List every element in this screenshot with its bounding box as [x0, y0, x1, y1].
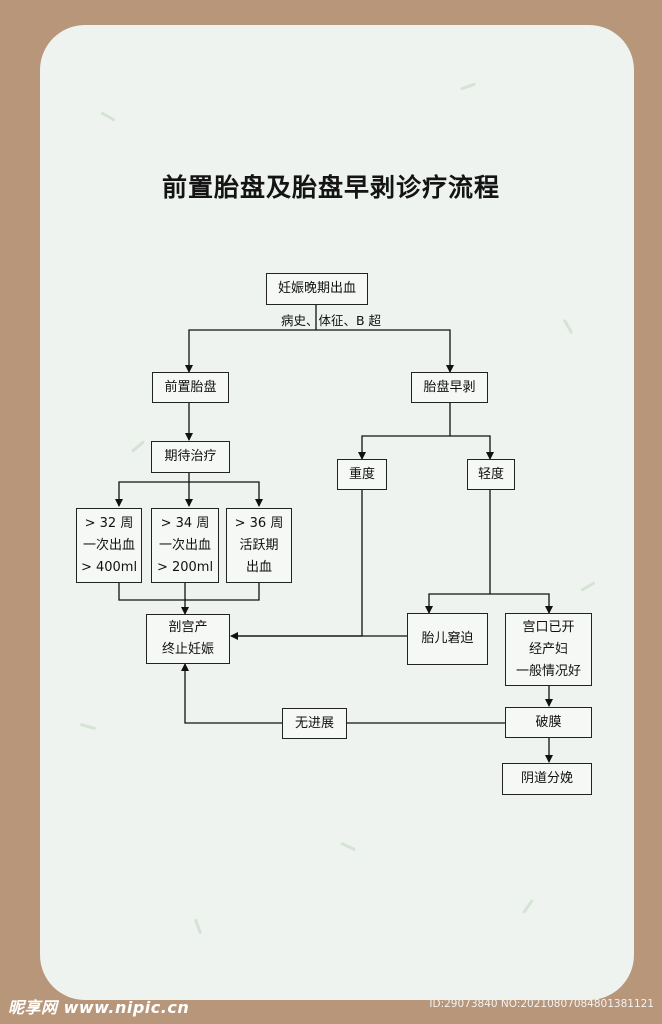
edge-to-previa [185, 329, 316, 373]
node-over-32-weeks: > 32 周 一次出血 > 400ml [76, 508, 142, 583]
node-cervix-open: 宫口已开 经产妇 一般情况好 [505, 613, 592, 686]
edge-noprogress-cesarean [181, 663, 282, 724]
node-line: 活跃期 [239, 537, 279, 553]
node-rupture-membranes: 破膜 [505, 707, 592, 738]
node-line: > 400ml [80, 559, 138, 575]
node-mild: 轻度 [467, 459, 515, 490]
node-line: 宫口已开 [522, 619, 575, 635]
node-late-pregnancy-bleeding: 妊娠晚期出血 [266, 273, 368, 305]
node-line: 经产妇 [528, 641, 568, 657]
node-over-36-weeks: > 36 周 活跃期 出血 [226, 508, 292, 583]
watermark-logo: 昵享网 www.nipic.cn [8, 998, 190, 1017]
node-line: 一般情况好 [515, 663, 581, 679]
node-line: > 32 周 [84, 515, 134, 531]
node-line: 终止妊娠 [161, 642, 214, 657]
edge-box36-merge [185, 583, 260, 601]
node-fetal-distress: 胎儿窘迫 [407, 613, 488, 665]
watermark-id: ID:29073840 NO:20210807084801381121 [429, 998, 654, 1010]
node-vaginal-delivery: 阴道分娩 [502, 763, 592, 795]
node-placental-abruption: 胎盘早剥 [411, 372, 488, 403]
node-line: > 34 周 [160, 515, 210, 531]
edge-to-cervix-open [490, 593, 553, 614]
node-line: > 200ml [156, 559, 214, 575]
node-line: 一次出血 [158, 537, 211, 553]
edge-box32-merge [118, 583, 185, 601]
edge-to-severe [358, 435, 450, 460]
node-line: 一次出血 [82, 537, 135, 553]
page-title: 前置胎盘及胎盘早剥诊疗流程 [161, 173, 500, 202]
edge-to-fetal-distress [425, 593, 490, 614]
node-severe: 重度 [337, 459, 387, 490]
edge-label-exam: 病史、体征、B 超 [281, 313, 382, 328]
node-line: > 36 周 [234, 515, 284, 531]
edge-to-mild [450, 435, 494, 460]
node-cesarean-termination: 剖宫产 终止妊娠 [146, 614, 230, 664]
node-no-progress: 无进展 [282, 708, 347, 739]
edge-to-box36 [189, 481, 263, 507]
edge-to-box32 [115, 481, 189, 507]
node-line: 剖宫产 [168, 620, 208, 635]
node-placenta-previa: 前置胎盘 [152, 372, 229, 403]
node-line: 出血 [245, 559, 272, 575]
node-over-34-weeks: > 34 周 一次出血 > 200ml [151, 508, 219, 583]
node-expectant-treatment: 期待治疗 [151, 441, 230, 473]
edge-to-abruption [316, 329, 454, 373]
